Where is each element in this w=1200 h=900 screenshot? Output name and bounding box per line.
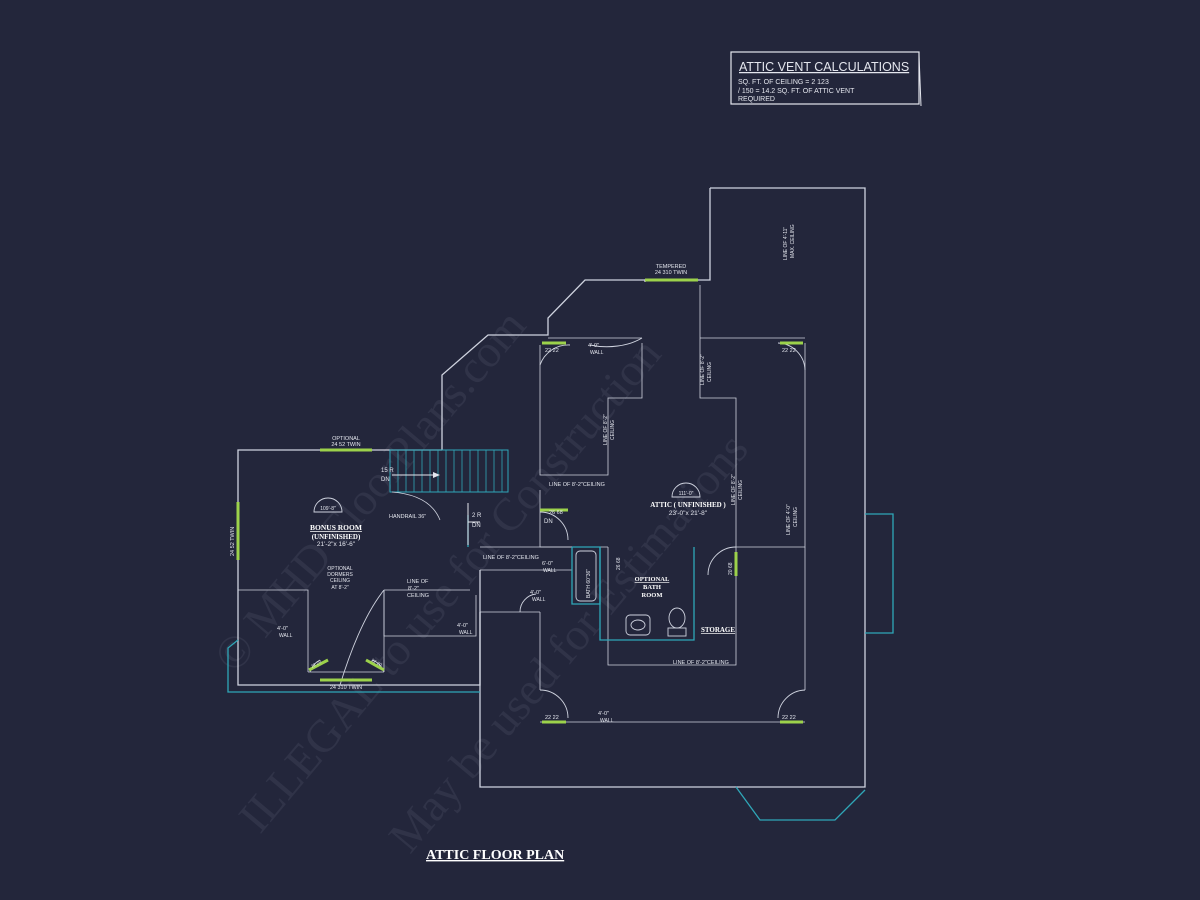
wall-word-mid: WALL (532, 597, 546, 603)
vent-calc-line-3: REQUIRED (738, 96, 775, 103)
vent-calc-line-2: / 150 = 14.2 SQ. FT. OF ATTIC VENT (738, 88, 855, 95)
v-ceiling-d: CEILING (793, 507, 799, 527)
bonus-room-sub: (UNFINISHED) (312, 533, 361, 541)
plan-title: ATTIC FLOOR PLAN (426, 848, 564, 863)
dim-22-20-a: 22 20 (310, 659, 323, 669)
bonus-room-name: BONUS ROOM (310, 523, 362, 532)
wall-word-bottom: WALL (600, 718, 614, 724)
dormers-3: CEILING (330, 578, 350, 584)
v-line-c: LINE OF 8'-2" (731, 474, 737, 505)
stair-15r: 15 R (381, 468, 394, 474)
wall-4ft-mid: 4'-0" (530, 590, 541, 596)
door-26-68-bath: 26 68 (616, 557, 622, 570)
room-labels: BONUS ROOM (UNFINISHED) 21'-2"x 16'-6" A… (310, 501, 735, 634)
v-line-b: LINE OF 8'-2" (700, 354, 706, 385)
line-ceiling-b: LINE OF 8'-2"CEILING (483, 555, 539, 561)
v-ceiling-c: CEILING (738, 480, 744, 500)
wall-word-left: WALL (279, 633, 293, 639)
bath-room-line-3: ROOM (642, 592, 663, 599)
door-swings (309, 337, 806, 719)
line-ceiling-c: LINE OF 8'-2"CEILING (673, 660, 729, 666)
window-22-22-d: 22 22 (782, 715, 796, 721)
vent-calc-title: ATTIC VENT CALCULATIONS (739, 60, 909, 74)
dim-111: 111'-0" (679, 491, 694, 497)
dormers-1: OPTIONAL (327, 566, 353, 572)
vent-calc-line-1: SQ. FT. OF CEILING = 2 123 (738, 79, 829, 86)
bath-room-line-1: OPTIONAL (635, 576, 670, 583)
wall-word-6: WALL (543, 568, 557, 574)
window-22-22-a: 22 22 (545, 348, 559, 354)
wall-4ft-bottom: 4'-0" (598, 711, 609, 717)
dim-109: 109'-8" (320, 506, 336, 512)
wall-4ft-top: 4'-0" (588, 343, 599, 349)
v-ceiling-a: CEILING (610, 420, 616, 440)
dormers-4: AT 8'-2" (331, 585, 348, 591)
window-24-52-twin-side: 24 52 TWIN (230, 527, 236, 556)
line-of-8-2: 8'-2" (408, 586, 419, 592)
handrail-label: HANDRAIL 36" (389, 514, 426, 520)
v-line-a: LINE OF 8'-2" (603, 414, 609, 445)
v-max-ceiling: MAX. CEILING (790, 224, 796, 258)
windows (236, 278, 803, 724)
door-26-68-a: 26 68 (549, 510, 563, 516)
stair-dn-2: DN (472, 523, 481, 529)
stair-2r: 2 R (472, 513, 482, 519)
tempered-label: TEMPERED (656, 264, 687, 270)
storage-label: STORAGE (701, 626, 735, 634)
attic-room-name: ATTIC ( UNFINISHED ) (650, 501, 726, 509)
dn-3: DN (544, 519, 553, 525)
line-of-ceiling: CEILING (407, 593, 429, 599)
wall-4ft-left: 4'-0" (277, 626, 288, 632)
attic-room-size: 23'-0"x 21'-8" (669, 510, 708, 517)
optional-window-label: OPTIONAL (332, 436, 360, 442)
wall-word-left2: WALL (459, 630, 473, 636)
vent-calculations-box: ATTIC VENT CALCULATIONS SQ. FT. OF CEILI… (730, 51, 922, 107)
annotations: OPTIONAL 24 52 TWIN 24 52 TWIN TEMPERED … (230, 224, 799, 724)
v-ceiling-b: CEILING (707, 362, 713, 382)
line-of-label: LINE OF (407, 579, 429, 585)
bath-room-line-2: BATH (643, 584, 661, 591)
bath-fixtures (575, 550, 687, 637)
watermark-line-3: May be used for Estimations (379, 423, 758, 861)
bath-tub-label: BATH 60"36" (586, 569, 592, 598)
line-ceiling-a: LINE OF 8'-2"CEILING (549, 482, 605, 488)
window-24-52-twin-top: 24 52 TWIN (331, 442, 360, 448)
window-24-310-twin-top: 24 310 TWIN (655, 270, 687, 276)
bonus-room-size: 21'-2"x 16'-6" (317, 541, 356, 548)
window-22-22-c: 22 22 (545, 715, 559, 721)
dormers-2: DORMERS (327, 572, 353, 578)
wall-6ft: 6'-0" (542, 561, 553, 567)
wall-4ft-left2: 4'-0" (457, 623, 468, 629)
wall-word-top: WALL (590, 350, 604, 356)
v-line-4-0: LINE OF 4'-0" (786, 504, 792, 535)
door-20-68: 20 68 (728, 562, 734, 575)
window-22-22-b: 22 22 (782, 348, 796, 354)
dimension-markers (313, 482, 701, 513)
v-line-4-11: LINE OF 4'-11" (783, 227, 789, 260)
stair-dn: DN (381, 477, 390, 483)
dim-22-20-b: 22 20 (371, 658, 384, 668)
stairs (389, 449, 509, 545)
window-24-310-twin-bottom: 24 310 TWIN (330, 685, 362, 691)
